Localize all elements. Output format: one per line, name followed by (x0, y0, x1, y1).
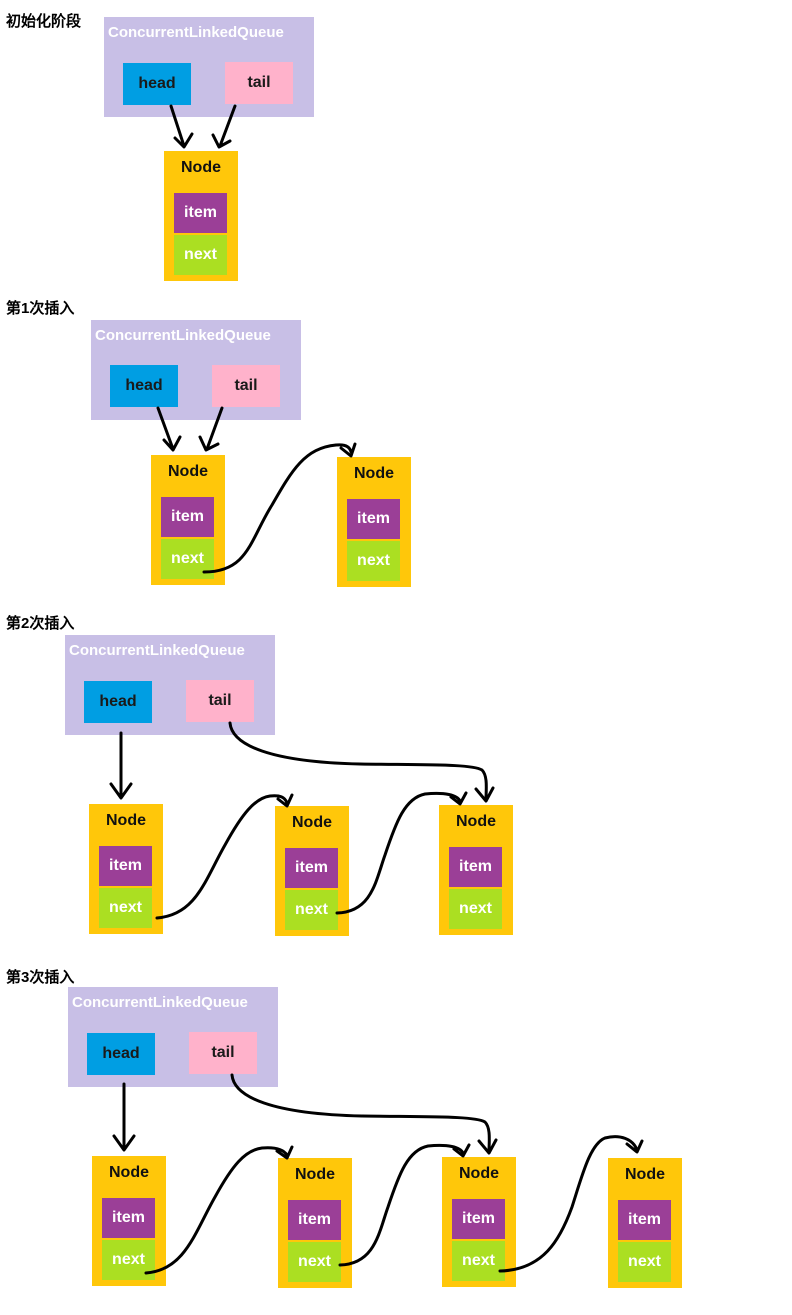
head-label: head (125, 377, 163, 394)
stage-title: 第3次插入 (6, 969, 75, 986)
node-label: Node (625, 1166, 665, 1183)
node-label: Node (168, 463, 208, 480)
queue-title: ConcurrentLinkedQueue (95, 327, 271, 344)
tail-label: tail (208, 692, 232, 709)
queue-box: ConcurrentLinkedQueue head tail (65, 635, 275, 735)
item-field: item (174, 193, 227, 233)
node-label: Node (106, 812, 146, 829)
node-label: Node (109, 1164, 149, 1181)
next-field: next (174, 235, 227, 275)
next-field: next (288, 1242, 341, 1282)
node: Node item next (275, 806, 349, 936)
next-field: next (99, 888, 152, 928)
queue-box: ConcurrentLinkedQueue head tail (104, 17, 314, 117)
head-label: head (138, 75, 176, 92)
node: Node item next (337, 457, 411, 587)
head-label: head (102, 1045, 140, 1062)
node: Node item next (92, 1156, 166, 1286)
node-label: Node (354, 465, 394, 482)
queue-title: ConcurrentLinkedQueue (72, 994, 248, 1011)
item-field: item (449, 847, 502, 887)
node-label: Node (292, 814, 332, 831)
head-pointer: head (110, 365, 178, 407)
next-field: next (452, 1241, 505, 1281)
queue-title: ConcurrentLinkedQueue (69, 642, 245, 659)
next-link-arrow (155, 793, 294, 920)
queue-box: ConcurrentLinkedQueue head tail (68, 987, 278, 1087)
next-link-arrow (144, 1145, 294, 1275)
node-label: Node (459, 1165, 499, 1182)
tail-label: tail (247, 74, 271, 91)
item-field: item (452, 1199, 505, 1239)
next-field: next (347, 541, 400, 581)
next-field: next (102, 1240, 155, 1280)
tail-pointer: tail (212, 365, 280, 407)
tail-pointer: tail (186, 680, 254, 722)
head-pointer: head (123, 63, 191, 105)
next-field: next (449, 889, 502, 929)
item-field: item (161, 497, 214, 537)
stage-title: 第2次插入 (6, 615, 75, 632)
node: Node item next (151, 455, 225, 585)
head-pointer: head (87, 1033, 155, 1075)
queue-title: ConcurrentLinkedQueue (108, 24, 284, 41)
item-field: item (618, 1200, 671, 1240)
node: Node item next (89, 804, 163, 934)
item-field: item (102, 1198, 155, 1238)
stage-title: 初始化阶段 (6, 13, 82, 30)
stage-title: 第1次插入 (6, 300, 75, 317)
node-label: Node (181, 159, 221, 176)
node: Node item next (442, 1157, 516, 1287)
next-field: next (618, 1242, 671, 1282)
tail-label: tail (234, 377, 258, 394)
node: Node item next (164, 151, 238, 281)
item-field: item (347, 499, 400, 539)
next-field: next (161, 539, 214, 579)
queue-box: ConcurrentLinkedQueue head tail (91, 320, 301, 420)
node: Node item next (439, 805, 513, 935)
tail-label: tail (211, 1044, 235, 1061)
node-label: Node (295, 1166, 335, 1183)
next-field: next (285, 890, 338, 930)
head-pointer: head (84, 681, 152, 723)
item-field: item (285, 848, 338, 888)
node-label: Node (456, 813, 496, 830)
item-field: item (288, 1200, 341, 1240)
tail-pointer: tail (189, 1032, 257, 1074)
item-field: item (99, 846, 152, 886)
next-link-arrow (202, 442, 357, 574)
node: Node item next (608, 1158, 682, 1288)
head-label: head (99, 693, 137, 710)
head-arrow (112, 1082, 136, 1152)
head-arrow (109, 731, 133, 800)
node: Node item next (278, 1158, 352, 1288)
tail-pointer: tail (225, 62, 293, 104)
